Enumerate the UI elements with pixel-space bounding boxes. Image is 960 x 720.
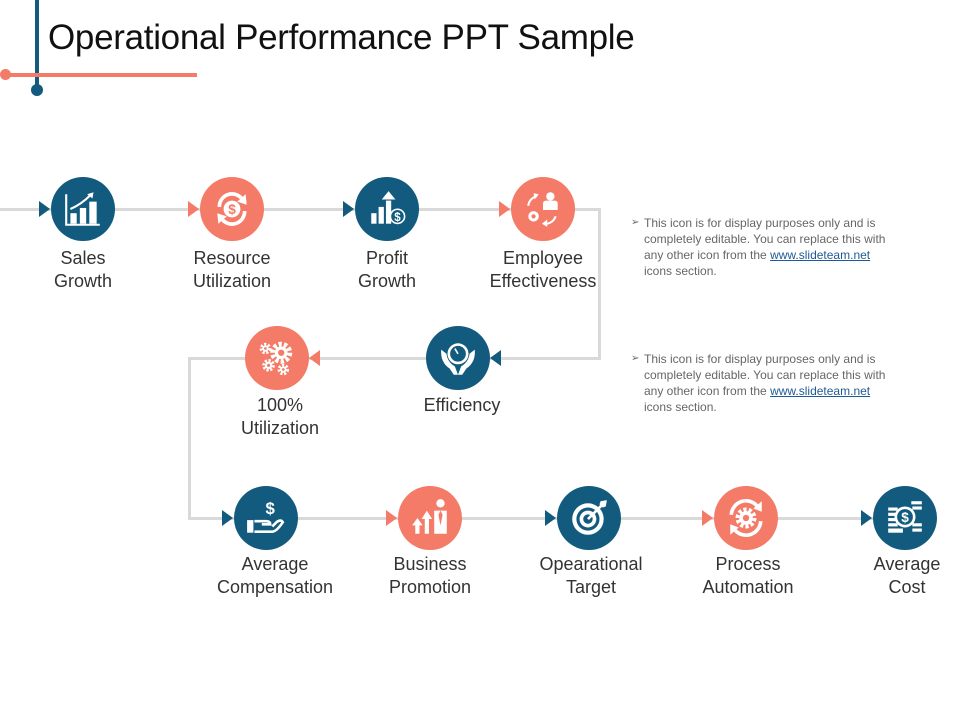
node-business-promotion[interactable] (398, 486, 462, 550)
flow-arrow (490, 350, 501, 366)
node-label: 100%Utilization (240, 395, 320, 438)
node-label: Efficiency (423, 395, 501, 415)
svg-text:$: $ (266, 499, 276, 518)
hand-dollar-icon: $ (247, 499, 285, 533)
gear-cycle-icon (729, 499, 763, 537)
node-employee-effectiveness[interactable] (511, 177, 575, 241)
title-accent-horizontal-dot (0, 69, 11, 80)
slideteam-link[interactable]: www.slideteam.net (770, 248, 871, 262)
node-average-compensation[interactable]: $ (234, 486, 298, 550)
arrow-bullet-icon: ➢ (631, 217, 640, 228)
title-accent-horizontal-line (4, 73, 197, 77)
title-accent-vertical-line (35, 0, 39, 88)
node-profit-growth[interactable]: $ (355, 177, 419, 241)
slideteam-link[interactable]: www.slideteam.net (770, 384, 871, 398)
flow-arrow (545, 510, 556, 526)
flow-arrow (309, 350, 320, 366)
icon-disclaimer-note: ➢ This icon is for display purposes only… (631, 216, 886, 278)
node-operational-target[interactable] (557, 486, 621, 550)
flow-arrow (386, 510, 397, 526)
flow-arrow (861, 510, 872, 526)
employee-cycle-icon (527, 192, 558, 227)
bar-chart-growth-icon (65, 192, 100, 226)
flow-arrow (188, 201, 199, 217)
node-sales-growth[interactable] (51, 177, 115, 241)
target-icon (572, 500, 607, 535)
flow-arrow (702, 510, 713, 526)
node-average-cost[interactable]: $ (873, 486, 937, 550)
node-efficiency[interactable] (426, 326, 490, 390)
flow-arrow (343, 201, 354, 217)
svg-text:$: $ (394, 212, 401, 224)
flow-arrow (499, 201, 510, 217)
flow-arrow (222, 510, 233, 526)
title-accent-vertical-dot (31, 84, 43, 96)
flow-arrow (39, 201, 50, 217)
coins-icon: $ (888, 501, 922, 533)
svg-text:$: $ (901, 510, 909, 525)
node-resource-utilization[interactable]: $ (200, 177, 264, 241)
profit-growth-icon: $ (371, 191, 406, 225)
arrow-bullet-icon: ➢ (631, 353, 640, 364)
gears-icon (259, 341, 293, 376)
promotion-arrows-icon (412, 499, 447, 534)
page-title: Operational Performance PPT Sample (48, 18, 635, 57)
svg-text:$: $ (228, 202, 236, 217)
icon-disclaimer-note: ➢ This icon is for display purposes only… (631, 352, 886, 414)
node-100-utilization[interactable] (245, 326, 309, 390)
node-process-automation[interactable] (714, 486, 778, 550)
hands-gauge-icon (441, 343, 475, 375)
dollar-cycle-icon: $ (217, 192, 247, 226)
